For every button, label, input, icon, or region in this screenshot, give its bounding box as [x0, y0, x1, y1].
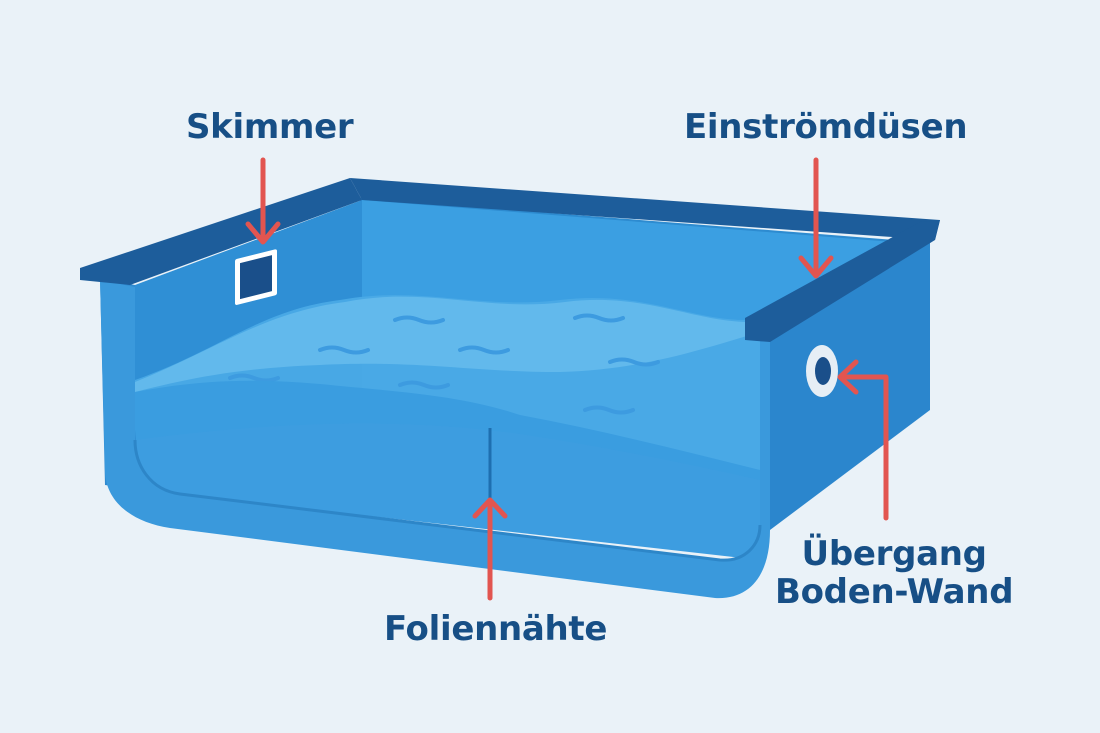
water-ripples	[228, 313, 660, 415]
pool-front-shell	[100, 280, 770, 599]
arrow-skimmer-head	[245, 221, 281, 245]
label-uebergang-line1: Übergang	[801, 534, 988, 574]
pool-water-wave	[135, 380, 760, 480]
skimmer-inner	[240, 255, 272, 300]
pool-coping-back	[350, 178, 940, 240]
label-skimmer: Skimmer	[186, 107, 354, 147]
label-uebergang-line2: Boden-Wand	[775, 572, 1014, 613]
pool-floor	[135, 396, 760, 560]
label-foliennaehte: Foliennähte	[384, 609, 608, 649]
arrow-uebergang	[839, 374, 889, 521]
pool-front-inner-rim	[133, 439, 762, 562]
pool-coping-left	[80, 178, 362, 285]
arrow-uebergang-head	[837, 359, 859, 395]
inlet-nozzle-hole	[815, 357, 831, 385]
label-uebergang-boden-wand: Übergang Boden-Wand	[775, 534, 1014, 613]
arrow-foliennaehte-head	[472, 497, 508, 519]
arrow-einstroemduesen-head	[798, 255, 834, 279]
arrows	[245, 157, 889, 601]
pool-coping-right	[745, 220, 940, 342]
label-einstroemduesen: Einströmdüsen	[684, 107, 968, 147]
